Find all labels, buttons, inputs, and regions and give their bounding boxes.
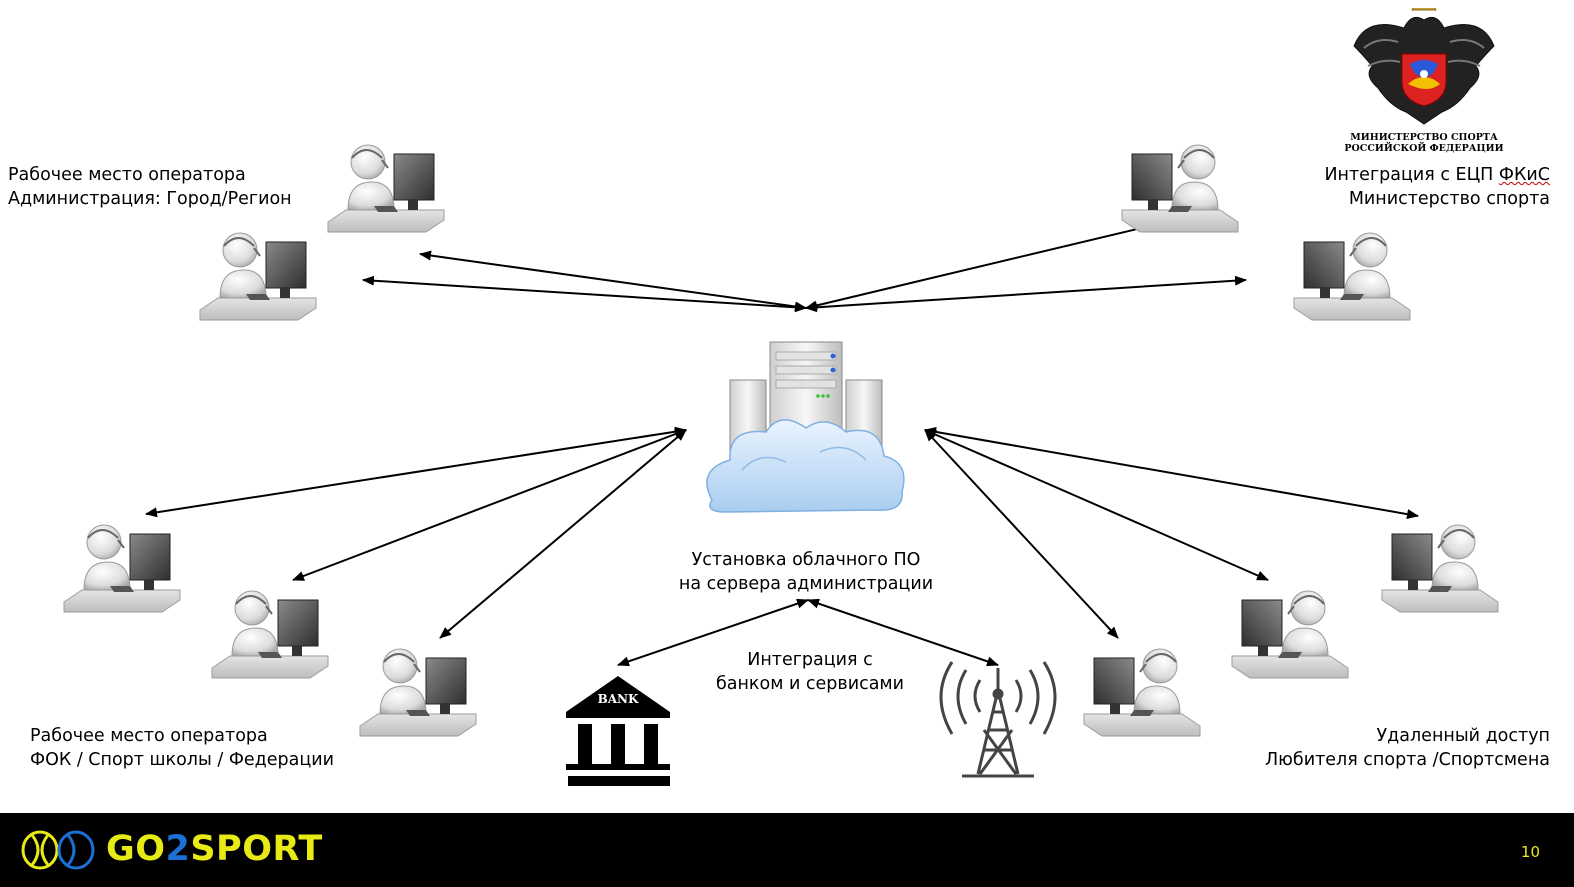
label-top-right-line1-b: ФКиС <box>1498 165 1550 185</box>
label-bottom-left-line1: Рабочее место оператора <box>30 726 268 746</box>
connection-arrows <box>145 221 1419 667</box>
workstation-icon <box>199 232 317 321</box>
label-cloud: Установка облачного ПО на сервера админи… <box>666 548 946 596</box>
label-bottom-left: Рабочее место оператора ФОК / Спорт школ… <box>30 724 334 772</box>
cloud-server-icon <box>706 341 905 513</box>
label-bank-integration: Интеграция с банком и сервисами <box>690 648 930 696</box>
label-bottom-right-line1: Удаленный доступ <box>1376 726 1551 746</box>
label-top-right-line1: Интеграция с ЕЦП ФКиС <box>1324 163 1550 187</box>
label-bottom-right: Удаленный доступ Любителя спорта /Спортс… <box>1265 724 1550 772</box>
label-top-right: Интеграция с ЕЦП ФКиС Министерство спорт… <box>1324 163 1550 211</box>
workstation-icon <box>211 590 329 679</box>
workstation-icon <box>1122 145 1238 232</box>
bank-icon: BANK <box>566 676 670 786</box>
arrow-bank <box>617 598 809 667</box>
brand-part-2: 2 <box>165 829 191 869</box>
label-top-left-line1: Рабочее место оператора <box>8 165 246 185</box>
label-top-left: Рабочее место оператора Администрация: Г… <box>8 163 292 211</box>
brand-wordmark: GO2SPORT <box>106 829 323 869</box>
arrow-top-left-2 <box>362 275 807 313</box>
workstation-icon <box>1294 233 1410 320</box>
label-cloud-line2: на сервера администрации <box>678 574 934 594</box>
radio-tower-icon <box>939 661 1057 778</box>
ministry-name: МИНИСТЕРСТВО СПОРТА РОССИЙСКОЙ ФЕДЕРАЦИИ <box>1340 132 1508 154</box>
label-bottom-right-line2: Любителя спорта /Спортсмена <box>1265 750 1550 770</box>
arrow-top-right-1 <box>805 221 1159 311</box>
workstation-icon <box>327 144 445 233</box>
arrow-bottom-left-2 <box>292 429 687 581</box>
label-bank-integration-line1: Интеграция с <box>747 650 873 670</box>
ministry-emblem-icon <box>1353 8 1495 125</box>
label-bottom-left-line2: ФОК / Спорт школы / Федерации <box>30 750 335 770</box>
arrow-bottom-right-3 <box>924 429 1119 639</box>
arrow-tower <box>807 598 999 667</box>
arrow-bottom-left-3 <box>439 429 687 639</box>
arrow-top-left-1 <box>419 250 807 312</box>
workstation-icon <box>1382 525 1498 612</box>
page-number: 10 <box>1520 843 1540 861</box>
label-top-left-line2: Администрация: Город/Регион <box>8 189 292 209</box>
workstation-icon <box>1084 649 1200 736</box>
label-bank-integration-line2: банком и сервисами <box>715 674 905 694</box>
ministry-name-line2: РОССИЙСКОЙ ФЕДЕРАЦИИ <box>1344 143 1504 154</box>
arrow-bottom-left-1 <box>145 426 687 518</box>
brand-part-sport: SPORT <box>190 829 323 869</box>
label-top-right-line2: Министерство спорта <box>1348 189 1550 209</box>
workstation-icon <box>1232 591 1348 678</box>
bank-sign-text: BANK <box>598 692 639 706</box>
workstation-icon <box>63 524 181 613</box>
label-top-right-line1-a: Интеграция с ЕЦП <box>1324 165 1499 185</box>
footer-bar: GO2SPORT 10 <box>0 813 1574 887</box>
label-cloud-line1: Установка облачного ПО <box>691 550 921 570</box>
arrow-bottom-right-1 <box>924 426 1419 520</box>
ministry-name-line1: МИНИСТЕРСТВО СПОРТА <box>1350 132 1498 143</box>
arrow-top-right-2 <box>805 275 1247 313</box>
arrow-bottom-right-2 <box>924 429 1269 581</box>
workstation-icon <box>359 648 477 737</box>
diagram-canvas: BANK <box>63 144 1574 786</box>
go2sport-logo-icon <box>21 830 95 870</box>
brand-part-go: GO <box>106 829 166 869</box>
